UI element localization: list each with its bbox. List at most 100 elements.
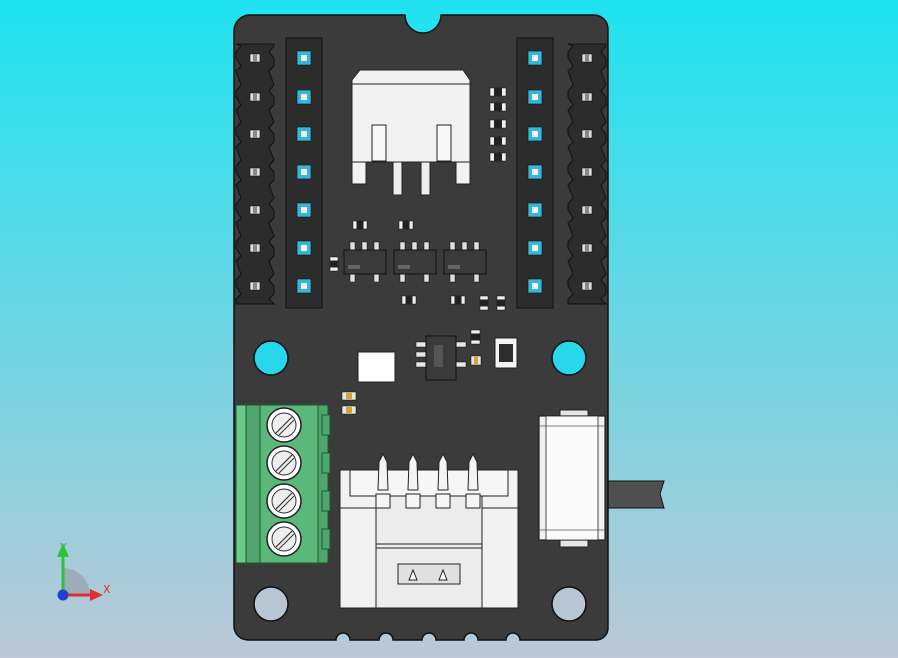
mounting-hole [253, 340, 289, 376]
socket-pin-core [301, 207, 307, 213]
socket-pin-core [301, 245, 307, 251]
pin-base [375, 493, 391, 509]
screw-slot [275, 454, 293, 472]
socket-pin-core [301, 94, 307, 100]
chip-lead [423, 273, 430, 283]
chip-marking [348, 265, 360, 269]
mounting-hole [551, 586, 587, 622]
smd-body [330, 260, 338, 268]
screw-terminal-block[interactable] [235, 404, 331, 564]
z-axis [57, 589, 69, 601]
x-axis-label: X [103, 583, 111, 596]
smd-body [494, 88, 502, 96]
screw-slot [275, 416, 293, 434]
pin-base [465, 493, 481, 509]
connector-key [438, 568, 448, 581]
terminal-tab [321, 452, 331, 474]
smd-body [454, 296, 462, 304]
connector-pin [377, 452, 389, 491]
socket-pin-core [532, 94, 538, 100]
header-pin-core [585, 130, 589, 138]
sot-chips [343, 241, 487, 283]
header-pin-core [585, 168, 589, 176]
bottom-connector[interactable] [339, 469, 519, 609]
socket-pin-core [532, 245, 538, 251]
chip-marking [448, 265, 460, 269]
header-pin-core [585, 244, 589, 252]
smd-body [405, 296, 413, 304]
slide-switch[interactable] [538, 409, 606, 548]
socket-pin-core [301, 169, 307, 175]
cable [599, 480, 665, 509]
header-pin-core [253, 93, 257, 101]
inner-socket-header-left[interactable] [285, 37, 323, 309]
smd-body [356, 221, 364, 229]
connector-pin [467, 452, 479, 491]
pin-base [405, 493, 421, 509]
top-connector[interactable] [351, 69, 471, 196]
header-pin-core [585, 206, 589, 214]
chip-lead [449, 273, 456, 283]
outer-pin-header-left[interactable] [235, 43, 276, 305]
smd-body [471, 333, 480, 341]
chip-lead [399, 241, 406, 251]
chip-body [343, 249, 387, 275]
pin-base [435, 493, 451, 509]
socket-pin-core [301, 283, 307, 289]
chip-marking [398, 265, 410, 269]
axis-triad: Y X [57, 541, 111, 601]
header-pin-core [585, 282, 589, 290]
header-pin-core [585, 93, 589, 101]
header-pin-core [253, 282, 257, 290]
mounting-hole [253, 586, 289, 622]
y-axis-arrow [57, 543, 69, 557]
large-ic [415, 335, 467, 381]
chip-body [393, 249, 437, 275]
connector-pin [437, 452, 449, 491]
bottom-connector-pins [375, 452, 481, 581]
screw-slot [278, 457, 295, 474]
chip-lead [423, 241, 430, 251]
chip-lead [473, 273, 480, 283]
chip-lead [449, 241, 456, 251]
mounting-holes [253, 340, 587, 622]
x-axis-arrow [90, 589, 103, 601]
chip-lead [473, 241, 480, 251]
chip-lead [373, 241, 380, 251]
screw-slot [275, 492, 293, 510]
capacitors [341, 355, 482, 415]
smd-body [494, 153, 502, 161]
chip-body [443, 249, 487, 275]
connector-key [408, 568, 418, 581]
white-component [357, 351, 396, 383]
chip-lead [373, 273, 380, 283]
y-axis-label: Y [59, 541, 67, 554]
header-pin-core [253, 244, 257, 252]
header-pin-core [253, 168, 257, 176]
passive-components [329, 220, 506, 345]
header-pin-core [585, 54, 589, 62]
socket-pin-core [532, 169, 538, 175]
outer-pin-header-right[interactable] [567, 43, 608, 305]
socket-pin-core [532, 55, 538, 61]
chip-lead [361, 241, 368, 251]
header-pin-core [253, 54, 257, 62]
chip-lead [349, 273, 356, 283]
smd-body [494, 103, 502, 111]
chip-lead [461, 241, 468, 251]
header-pin-core [253, 206, 257, 214]
smd-body [494, 137, 502, 145]
connector-pin [407, 452, 419, 491]
led [494, 337, 518, 369]
triad-arc [63, 568, 90, 595]
smd-body [480, 299, 488, 307]
inner-socket-header-right[interactable] [516, 37, 554, 309]
chip-lead [411, 241, 418, 251]
header-pin-core [253, 130, 257, 138]
mounting-hole [551, 340, 587, 376]
terminal-tab [321, 414, 331, 436]
smd-body [497, 299, 505, 307]
smd-body [494, 120, 502, 128]
